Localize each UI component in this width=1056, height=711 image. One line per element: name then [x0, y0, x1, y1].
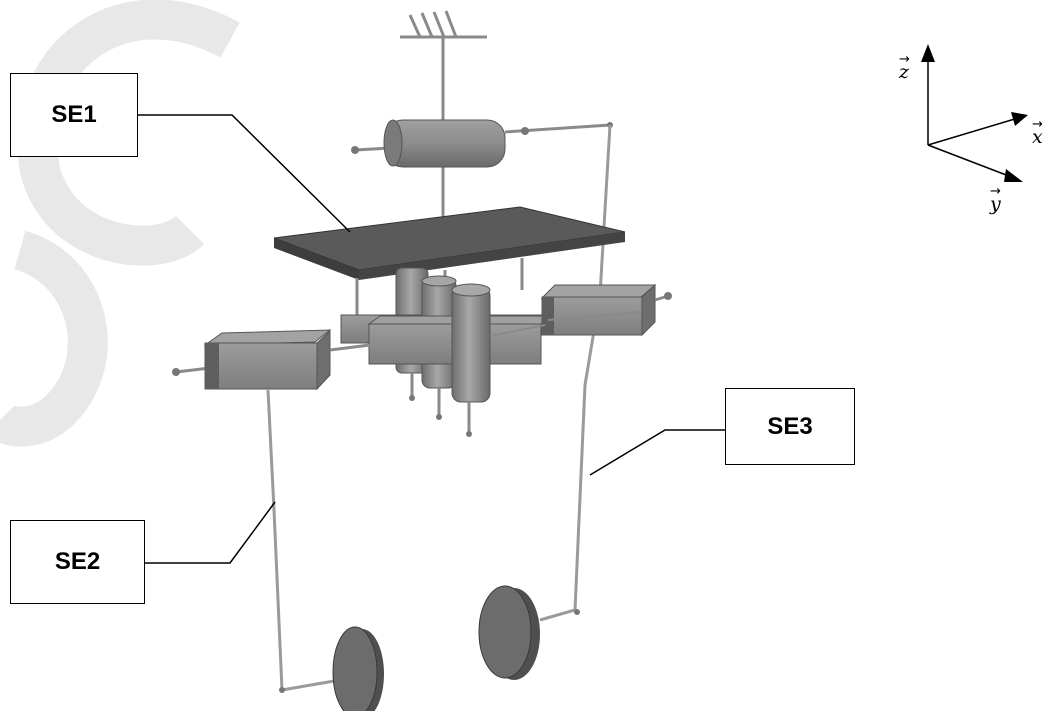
vertical-cylinder-front: [451, 283, 491, 437]
rod-se3: [539, 124, 612, 622]
callout-se3: SE3: [725, 388, 855, 465]
callout-se2: SE2: [10, 520, 145, 604]
callout-se1: SE1: [10, 73, 138, 157]
top-gripper: [400, 10, 487, 232]
axis-label-y: y: [989, 193, 1001, 215]
plate-se1: [273, 206, 626, 280]
axis-label-y-arrow: →: [990, 184, 1001, 199]
callout-se2-label: SE2: [54, 548, 101, 575]
wheel-left: [332, 626, 384, 711]
y-arrow-head: [1004, 169, 1023, 182]
watermark-arc-bottom: [0, 230, 108, 447]
axis-labels: z → x → y →: [898, 52, 1043, 215]
rod-se3-joint: [574, 609, 580, 615]
wheel-right: [478, 585, 540, 680]
left-box-actuator: [172, 329, 371, 391]
rod-se2: [266, 389, 341, 692]
axis-label-x: x: [1032, 126, 1043, 148]
axis-label-z-arrow: →: [899, 52, 910, 67]
rod-se2-joint: [279, 687, 285, 693]
callout-se3-label: SE3: [767, 412, 813, 440]
right-box-actuator: [489, 283, 672, 337]
leader-se1: [138, 114, 351, 233]
leader-se2: [145, 501, 276, 564]
z-arrow-head: [921, 44, 935, 62]
callout-se1-label: SE1: [51, 101, 97, 128]
coordinate-frame: [921, 44, 1028, 182]
x-arrow-head: [1011, 112, 1028, 126]
leader-se3: [589, 429, 725, 476]
horizontal-cylinder: [351, 119, 613, 168]
axis-label-x-arrow: →: [1032, 117, 1043, 132]
axis-label-z: z: [898, 61, 910, 83]
